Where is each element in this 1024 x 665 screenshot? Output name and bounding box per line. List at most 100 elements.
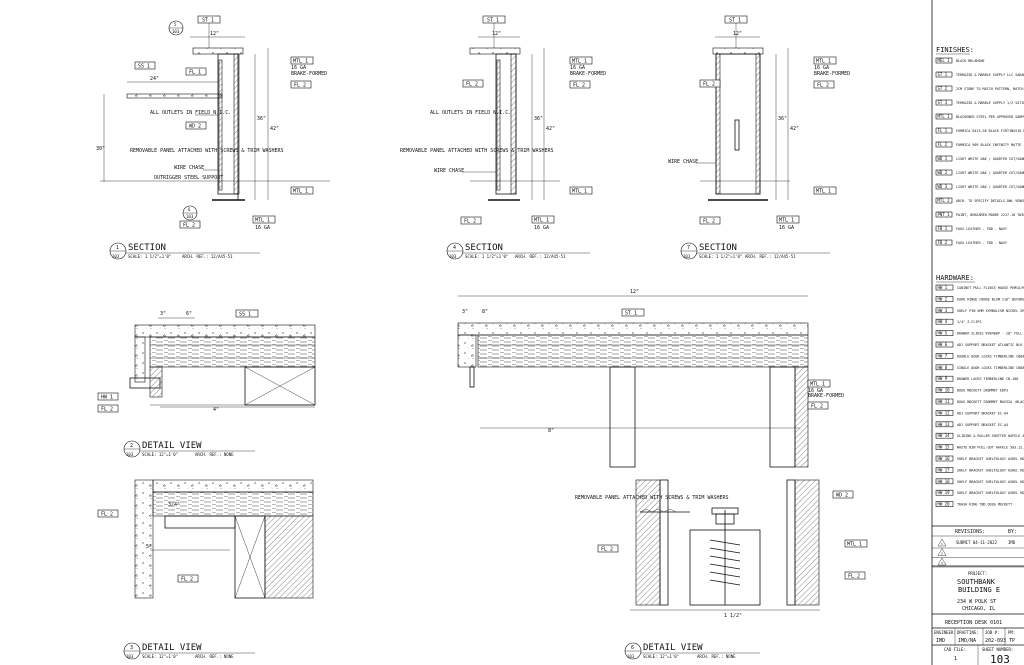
svg-text:REMOVABLE PANEL ATTACHED WITH: REMOVABLE PANEL ATTACHED WITH SCREWS & T… bbox=[130, 148, 284, 154]
svg-text:ARCH. REF.: 12/A45-51: ARCH. REF.: 12/A45-51 bbox=[745, 254, 796, 259]
transaction-top bbox=[126, 93, 223, 99]
revision-delta bbox=[937, 557, 947, 566]
hardware-description: DOUG MOCKETT GROMMET MAX32A (BLACK) bbox=[957, 400, 1024, 404]
finish-code-tag bbox=[935, 141, 953, 148]
hardware-code: HW 13 bbox=[938, 422, 951, 427]
finish-code-tag bbox=[935, 239, 953, 246]
svg-text:FL 2: FL 2 bbox=[848, 574, 860, 580]
hardware-code-tag bbox=[935, 375, 954, 382]
svg-text:103: 103 bbox=[683, 254, 691, 259]
svg-text:SECTION: SECTION bbox=[699, 243, 737, 253]
svg-text:42": 42" bbox=[790, 126, 799, 132]
hardware-description: DRAWER LOCKS TIMBERLINE CB-100 bbox=[957, 377, 1018, 381]
pm: TP bbox=[1009, 638, 1015, 644]
svg-text:103: 103 bbox=[172, 29, 180, 34]
svg-text:24": 24" bbox=[150, 76, 159, 82]
svg-text:ARCH. REF.: 12/A45-51: ARCH. REF.: 12/A45-51 bbox=[515, 254, 566, 259]
svg-text:16 GA: 16 GA bbox=[291, 65, 306, 71]
panel-wd bbox=[233, 53, 240, 195]
hardware-code-tag bbox=[935, 467, 954, 473]
revision-delta bbox=[937, 548, 947, 556]
finish-code: MEL 1 bbox=[938, 58, 951, 63]
svg-text:FL 2: FL 2 bbox=[703, 219, 715, 225]
hardware-code: HW 20 bbox=[938, 502, 951, 507]
hardware-code: HW 12 bbox=[938, 410, 951, 415]
hardware-description: SHELF BRACKET SHELFOLOGY ASKEL HD 24" bbox=[957, 468, 1024, 472]
svg-text:ARCH. REF.: NONE: ARCH. REF.: NONE bbox=[195, 452, 234, 457]
hardware-code-tag bbox=[935, 307, 954, 314]
svg-text:OUTRIGGER STEEL SUPPORT: OUTRIGGER STEEL SUPPORT bbox=[154, 175, 223, 181]
hardware-description: 1/4" Z-CLIPS bbox=[957, 320, 982, 324]
svg-text:FL 2: FL 2 bbox=[294, 83, 306, 89]
project-building: BUILDING E bbox=[958, 586, 1000, 594]
section-4: ST 1 12" 36" 42" FL 2 MTL 1 16 GA BRAKE-… bbox=[400, 15, 606, 231]
finishes-header: FINISHES: bbox=[936, 46, 974, 54]
svg-text:4: 4 bbox=[453, 245, 456, 251]
svg-text:16 GA: 16 GA bbox=[814, 65, 829, 71]
svg-text:103: 103 bbox=[126, 452, 134, 457]
hardware-code: HW 11 bbox=[938, 399, 951, 404]
hardware-code-tag bbox=[935, 410, 954, 416]
svg-text:FL 2: FL 2 bbox=[183, 223, 195, 229]
finish-code-tag bbox=[935, 211, 953, 218]
svg-text:ARCH. REF.: 12/A45-51: ARCH. REF.: 12/A45-51 bbox=[182, 254, 233, 259]
svg-text:36": 36" bbox=[534, 116, 543, 122]
svg-text:103: 103 bbox=[112, 254, 120, 259]
svg-text:ARCH. REF.: NONE: ARCH. REF.: NONE bbox=[697, 654, 736, 659]
svg-text:103: 103 bbox=[627, 654, 635, 659]
svg-text:REMOVABLE PANEL ATTACHED WITH: REMOVABLE PANEL ATTACHED WITH SCREWS & T… bbox=[400, 148, 554, 154]
project-name: SOUTHBANK bbox=[957, 578, 996, 586]
wood-substrate bbox=[149, 336, 316, 368]
finish-description: 2CM STONE TO MATCH PATTERN, MATCH POLYTE… bbox=[956, 87, 1024, 91]
hardware-code-tag bbox=[935, 478, 954, 485]
sheet-number: 103 bbox=[990, 653, 1010, 665]
svg-text:FL 2: FL 2 bbox=[181, 577, 193, 583]
revisions-by: BY: bbox=[1008, 529, 1017, 535]
svg-text:42": 42" bbox=[270, 126, 279, 132]
hardware-code: HW 3 bbox=[938, 308, 948, 313]
svg-text:BRAKE-FORMED: BRAKE-FORMED bbox=[570, 71, 606, 77]
finish-code-tag bbox=[935, 225, 953, 232]
hardware-code: HW 16 bbox=[938, 456, 951, 461]
svg-text:MTL 1: MTL 1 bbox=[810, 382, 825, 388]
svg-text:MTL 1: MTL 1 bbox=[255, 218, 270, 224]
hardware-code-tag bbox=[935, 364, 954, 371]
detail-2: SS 1 3" 6" 4" HW 1 FL 2 bbox=[97, 309, 316, 413]
svg-text:12": 12" bbox=[733, 31, 742, 37]
svg-text:FL 2: FL 2 bbox=[703, 82, 715, 88]
finish-description: FAUX LEATHER - TBD - NAVY bbox=[956, 227, 1007, 231]
svg-text:SCALE: 12"=1'0": SCALE: 12"=1'0" bbox=[142, 452, 178, 457]
hardware-description: SHELF BRACKET SHELFOLOGY ASKEL HD 18" bbox=[957, 457, 1024, 461]
svg-text:WD 2: WD 2 bbox=[836, 493, 848, 499]
svg-text:BRAKE-FORMED: BRAKE-FORMED bbox=[808, 393, 844, 399]
hardware-code: HW 9 bbox=[938, 376, 948, 381]
hardware-code-tag bbox=[935, 501, 954, 507]
hardware-code-tag bbox=[935, 398, 954, 405]
revisions-header: REVISIONS: bbox=[955, 529, 985, 535]
section-1: ST 1 12" 30" 36" 42" 24" 5 103 6 103 SS … bbox=[96, 15, 330, 231]
hardware-code-tag bbox=[935, 296, 954, 302]
hardware-code: HW 1 bbox=[938, 285, 948, 290]
svg-text:4": 4" bbox=[213, 407, 219, 413]
finish-code: MTL 1 bbox=[938, 114, 951, 119]
finish-description: TERRAZZO & MARBLE SUPPLY 1/2 SATIN BLACK… bbox=[956, 101, 1024, 105]
svg-text:FL 2: FL 2 bbox=[573, 83, 585, 89]
hardware-header: HARDWARE: bbox=[936, 274, 974, 282]
engineer: IMD bbox=[936, 638, 945, 644]
hardware-code-tag bbox=[935, 330, 954, 336]
hardware-description: SHELF BRACKET SHELFOLOGY ASKEL HD 30" bbox=[957, 491, 1024, 495]
svg-text:DETAIL VIEW: DETAIL VIEW bbox=[643, 643, 703, 653]
svg-text:MTL 1: MTL 1 bbox=[572, 59, 587, 65]
job-number: 202-093 bbox=[985, 638, 1006, 644]
svg-text:8": 8" bbox=[482, 309, 488, 315]
hardware-code-tag bbox=[935, 432, 954, 439]
svg-text:ALL OUTLETS IN FIELD N.I.C.: ALL OUTLETS IN FIELD N.I.C. bbox=[430, 110, 511, 116]
svg-text:MTL 1: MTL 1 bbox=[534, 218, 549, 224]
svg-text:ARCH. REF.: NONE: ARCH. REF.: NONE bbox=[195, 654, 234, 659]
finish-code-tag bbox=[935, 183, 953, 190]
svg-text:7: 7 bbox=[687, 245, 690, 251]
finish-code-tag bbox=[935, 169, 953, 176]
svg-text:36": 36" bbox=[257, 116, 266, 122]
